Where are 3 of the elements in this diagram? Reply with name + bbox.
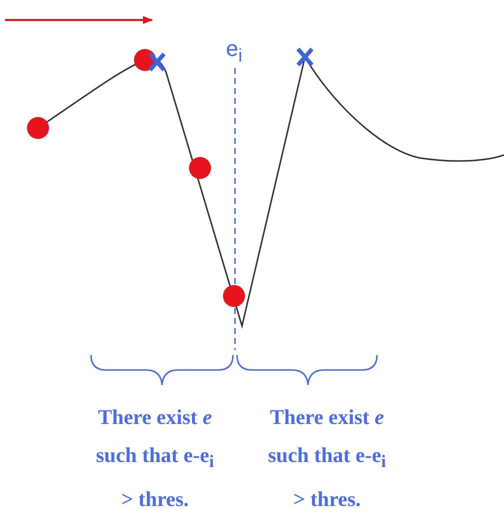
annotation-text: There exist e such that e-e$_{i}$ > thres. xyxy=(266,404,388,509)
point-label: e$_{i}$ xyxy=(226,36,242,66)
annotation-text: There exist e such that e-e$_{i}$ > thres. xyxy=(94,404,216,509)
